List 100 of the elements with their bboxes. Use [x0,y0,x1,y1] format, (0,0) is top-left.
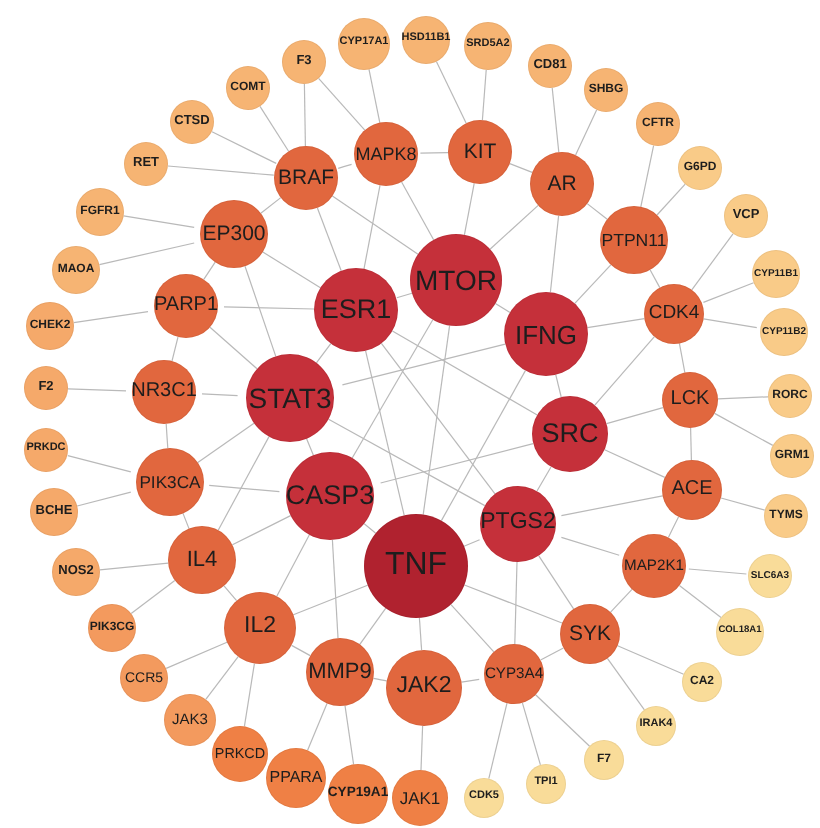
gene-label: MMP9 [306,661,374,683]
interaction-line [574,264,612,304]
gene-node [682,662,722,702]
interaction-line [67,455,132,473]
interaction-line [363,184,381,270]
gene-node [168,526,236,594]
gene-node [132,360,196,424]
interaction-line [667,516,680,538]
gene-node [584,740,624,780]
interaction-line [365,350,405,516]
gene-node [484,644,544,704]
gene-node [212,726,268,782]
interaction-line [368,68,381,124]
gene-node [770,434,814,478]
interaction-line [209,326,258,370]
gene-node [448,120,512,184]
interaction-line [344,705,355,765]
interaction-line [292,584,369,616]
gene-node [24,428,68,472]
gene-label: LCK [668,390,712,410]
gene-node [526,764,566,804]
gene-label: AR [545,173,579,195]
interaction-line [549,215,560,293]
interaction-line [167,165,275,176]
interaction-line [165,423,169,449]
interaction-line [359,607,387,645]
gene-node [364,514,468,618]
interaction-line [331,539,339,639]
interaction-line [551,87,560,153]
interaction-line [463,539,481,547]
interaction-line [521,702,541,766]
gene-label: CASP3 [283,482,377,510]
gene-label: IL2 [242,616,278,640]
gene-node [662,372,718,428]
gene-label: JAK2 [394,676,454,700]
interaction-line [649,269,661,289]
gene-node [464,22,512,70]
interaction-line [575,109,598,156]
gene-node [328,764,388,824]
interaction-line [315,343,332,364]
gene-node [748,554,792,598]
interaction-line [223,306,315,310]
interaction-line [461,678,480,683]
interaction-line [291,644,311,657]
gene-node [584,68,628,112]
gene-label: PPARA [267,770,325,786]
interaction-line [678,342,686,373]
interaction-line [316,207,342,272]
gene-node [532,396,608,472]
interaction-line [73,311,149,324]
interaction-line [678,584,722,618]
gene-node [410,234,502,326]
interaction-line [703,318,758,329]
gene-node [306,638,374,706]
gene-node [154,274,218,338]
gene-label: ACE [669,480,715,500]
interaction-line [586,203,608,220]
interaction-line [586,318,645,329]
gene-label: MTOR [413,266,499,294]
interaction-line [714,412,774,446]
interaction-line [197,422,255,464]
gene-node [274,146,338,210]
gene-node [52,548,100,596]
gene-label: PIK3CA [137,473,203,491]
interaction-line [610,588,633,613]
gene-node [124,142,168,186]
gene-node [622,534,686,598]
interaction-line [67,388,127,392]
interaction-line [560,495,664,517]
gene-node [530,152,594,216]
interaction-line [307,702,328,751]
interaction-line [463,182,475,236]
interaction-line [123,215,195,228]
gene-label: ESR1 [318,296,394,324]
interaction-line [331,195,419,255]
gene-node [286,452,374,540]
interaction-line [243,663,255,727]
gene-node [662,460,722,520]
interaction-line [494,303,511,313]
interaction-line [401,181,435,241]
gene-node [752,250,800,298]
gene-node [170,100,214,144]
interaction-line [328,418,486,507]
interaction-line [205,656,239,700]
interaction-line [303,83,306,147]
interaction-line [182,512,190,530]
interaction-line [262,251,321,289]
gene-node [26,302,74,350]
gene-node [314,268,398,352]
gene-node [282,40,326,84]
interaction-line [535,694,591,747]
interaction-line [720,497,766,511]
gene-node [464,778,504,818]
gene-label: PARP1 [151,296,221,316]
interaction-line [211,131,277,164]
gene-node [768,374,812,418]
interaction-line [130,579,176,615]
gene-node [716,608,764,656]
interaction-line [640,145,655,208]
interaction-line [98,242,195,266]
